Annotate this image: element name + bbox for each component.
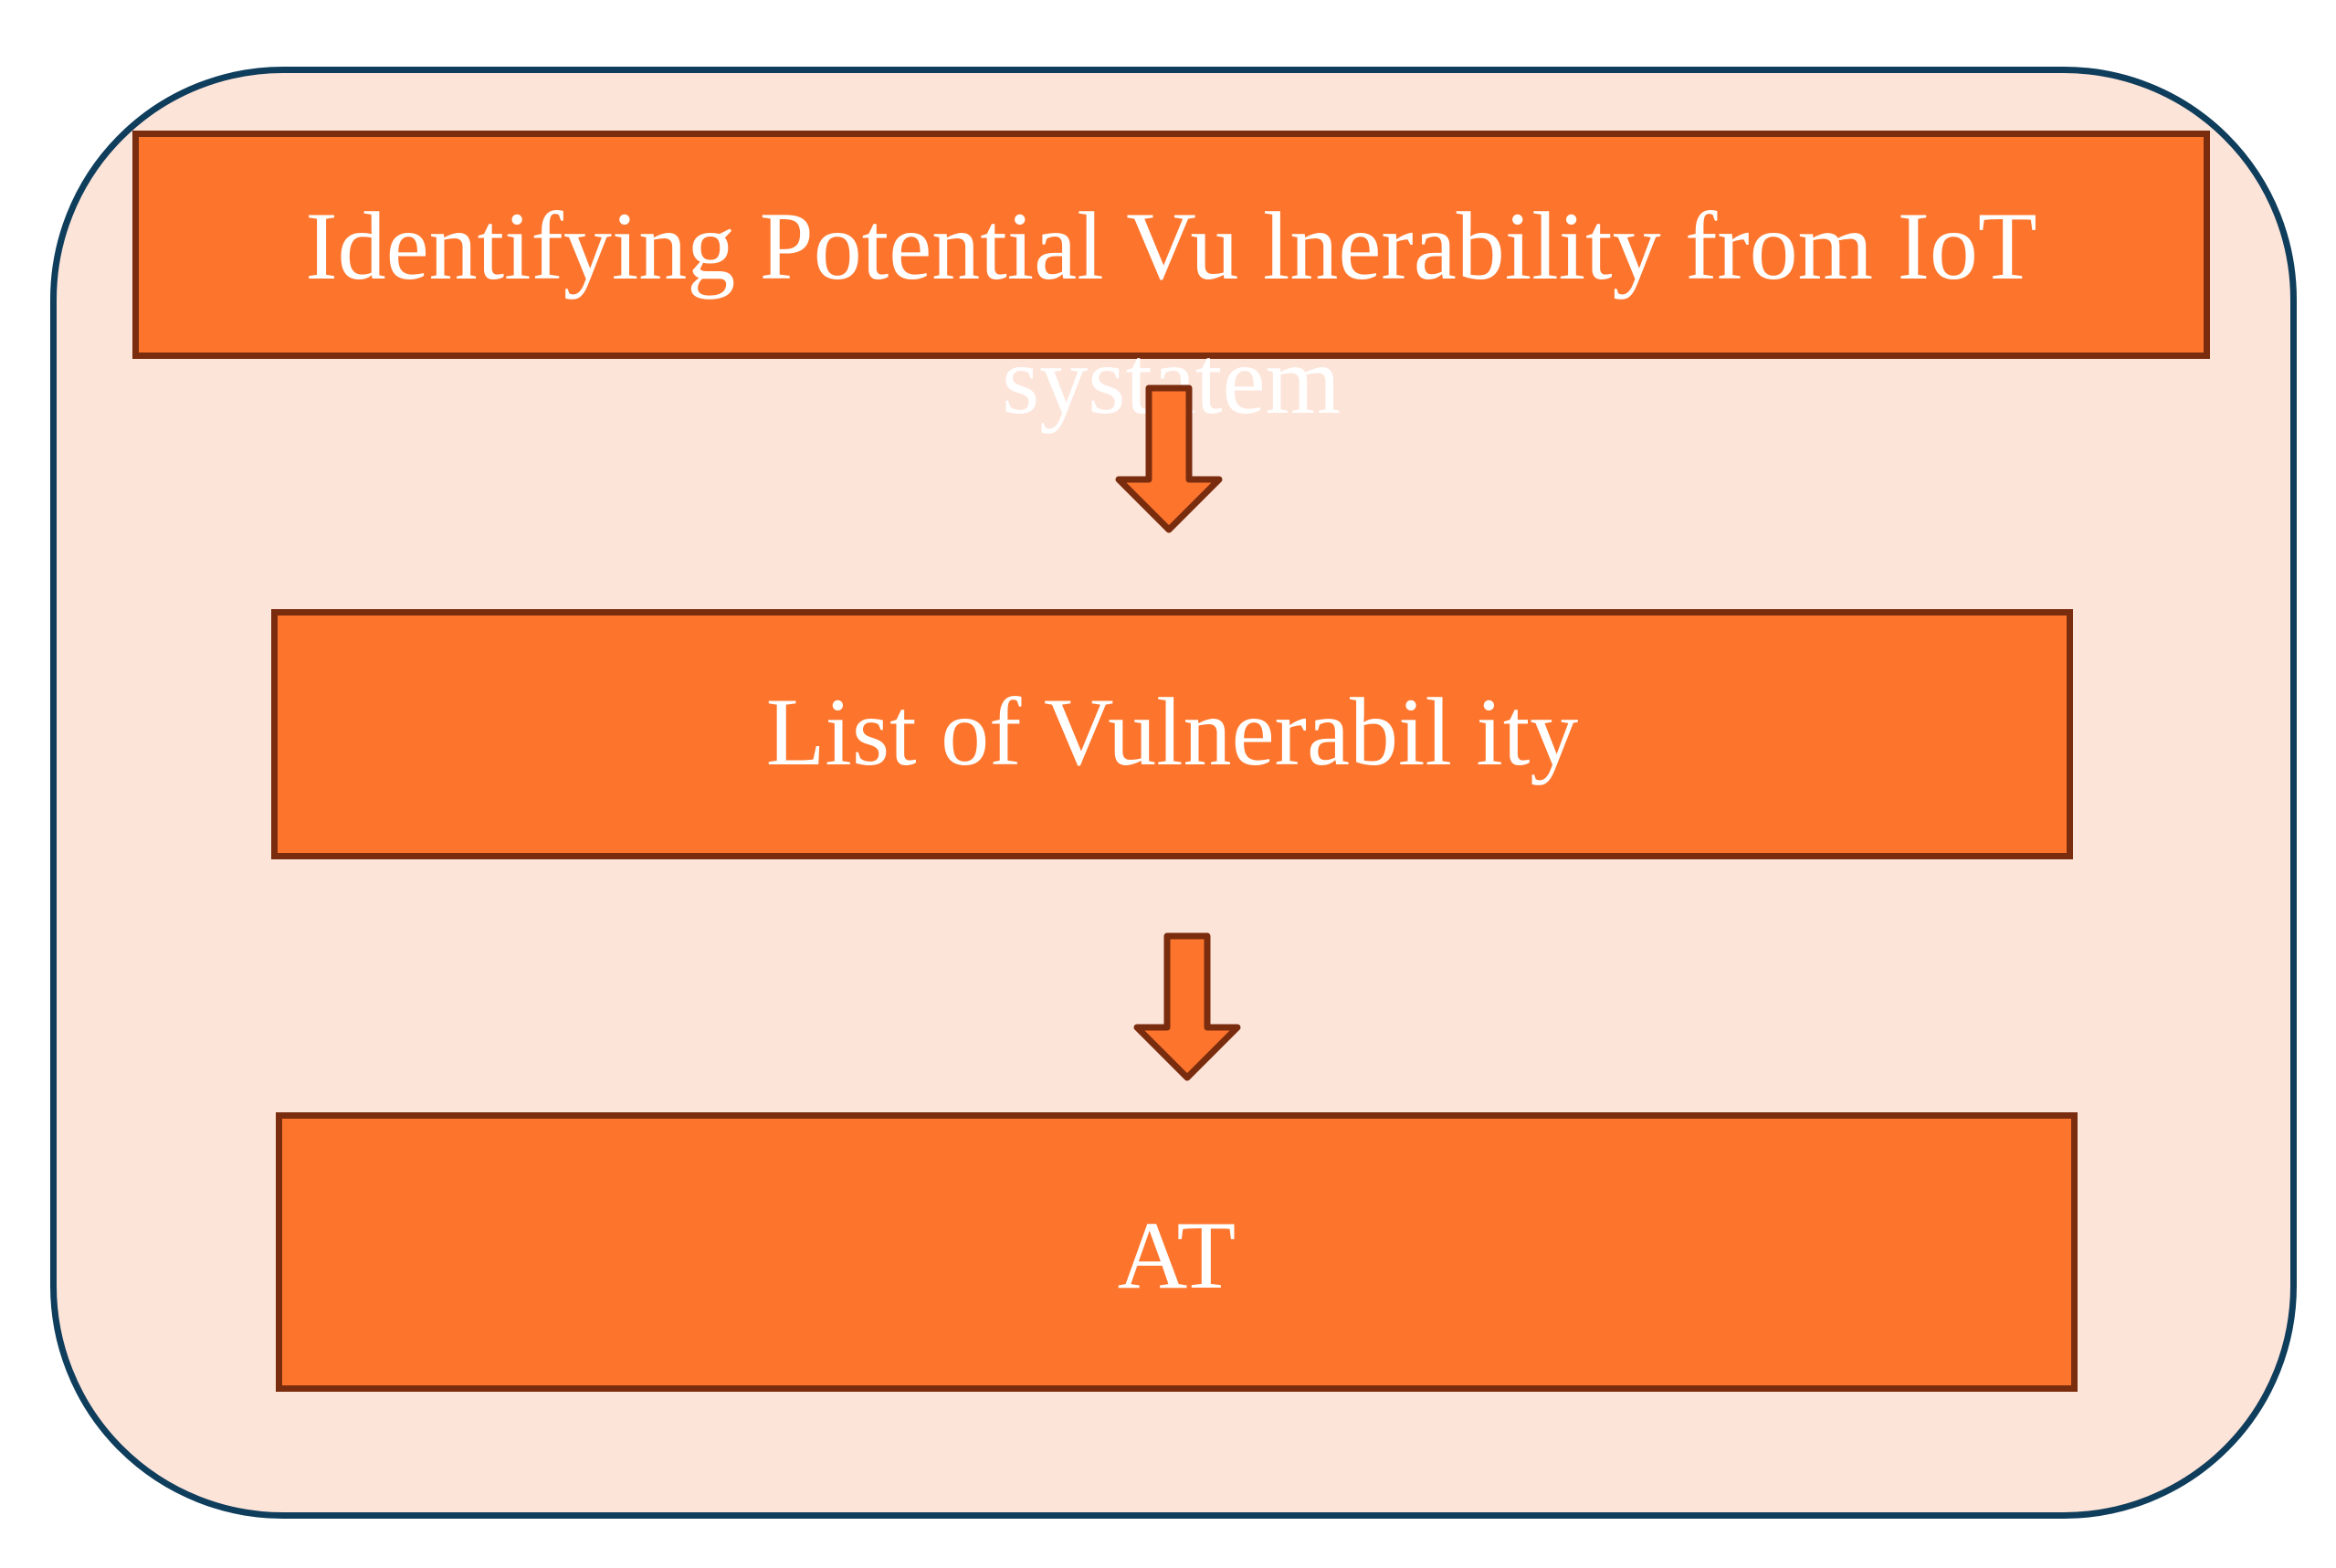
down-arrow-icon bbox=[1115, 384, 1223, 533]
step-identify-vulnerability-label-line1: Identifying Potential Vu lnerability fro… bbox=[305, 193, 2037, 300]
step-list-of-vulnerability-label: List of Vulnerabil ity bbox=[765, 679, 1579, 785]
step-identify-vulnerability: Identifying Potential Vu lnerability fro… bbox=[132, 131, 2210, 434]
step-at-label: AT bbox=[1117, 1202, 1236, 1309]
down-arrow-icon bbox=[1133, 932, 1241, 1081]
step-at: AT bbox=[276, 1112, 2078, 1392]
step-list-of-vulnerability: List of Vulnerabil ity bbox=[271, 609, 2073, 859]
